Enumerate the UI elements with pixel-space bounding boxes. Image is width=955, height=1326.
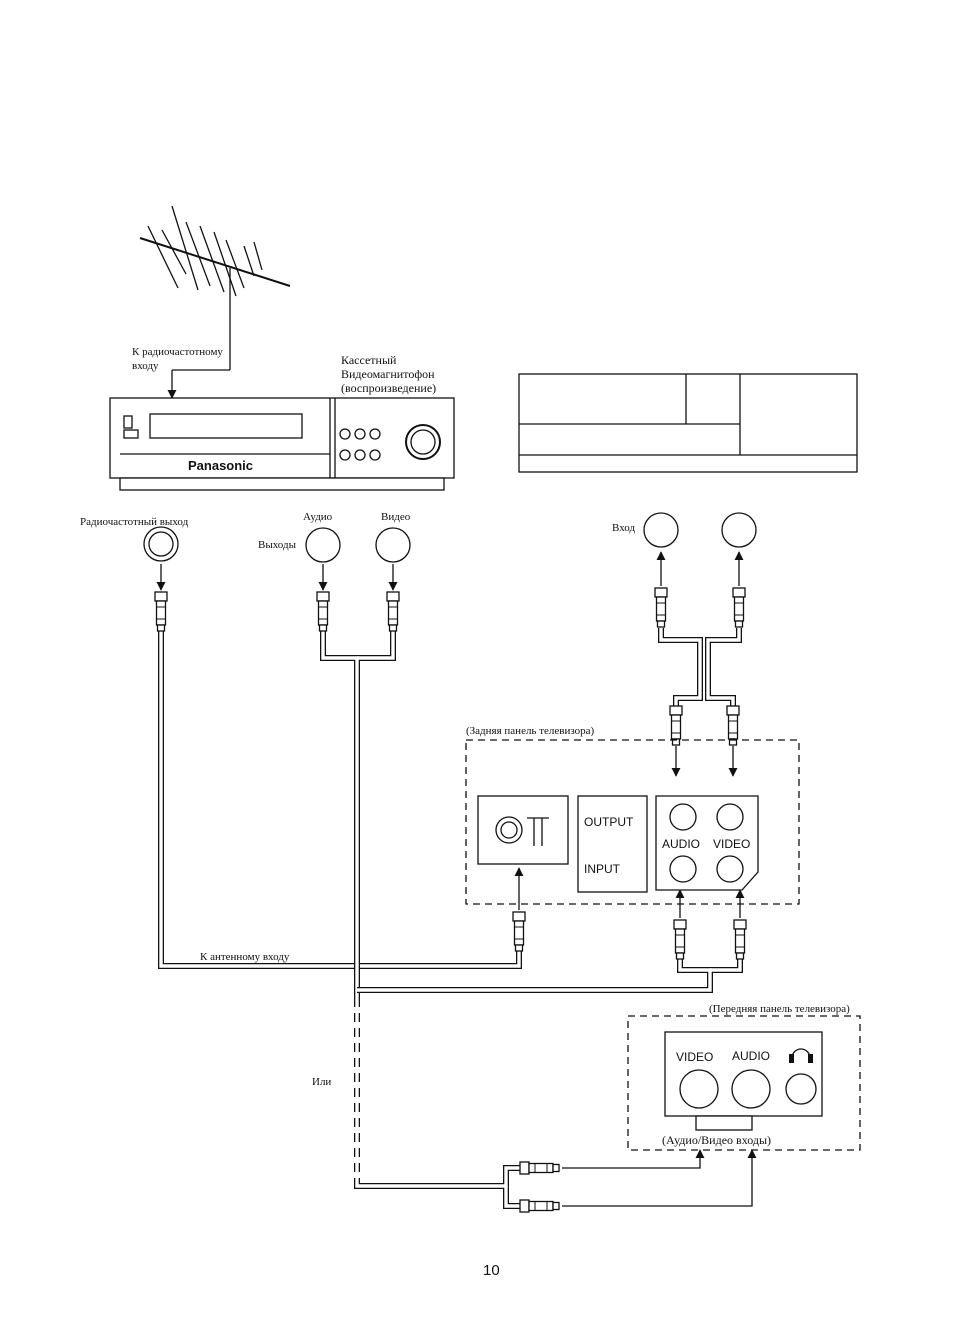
- audio-output-jack: [306, 528, 340, 562]
- tv-front-plug-top: [520, 1162, 559, 1174]
- tv-rear-plug-right: [727, 706, 739, 745]
- outputs-label: Выходы: [258, 539, 297, 551]
- page-number: 10: [483, 1262, 500, 1279]
- input-plug-right: [733, 588, 745, 627]
- vcr-button: [340, 429, 350, 439]
- vcr-unit: [110, 398, 454, 490]
- output-label: OUTPUT: [584, 815, 634, 829]
- rf-plug: [155, 592, 167, 631]
- tv-front-video-label: VIDEO: [676, 1050, 713, 1064]
- rf-input-label-2: входу: [132, 360, 159, 372]
- tv-antenna-input: [478, 796, 568, 864]
- antenna-input-label: К антенному входу: [200, 951, 290, 963]
- tv-rear-audio-label: AUDIO: [662, 837, 700, 851]
- tv-front-label: (Передняя панель телевизора): [709, 1003, 850, 1015]
- video-plug: [387, 592, 399, 631]
- tv-antenna-plug: [513, 912, 525, 951]
- vcr-power-button: [124, 416, 132, 428]
- tv-front-jack-block: [665, 1032, 822, 1130]
- tv-rear-av-plug-right: [734, 920, 746, 959]
- tv-rear-av-plug-left: [674, 920, 686, 959]
- av-inputs-label: (Аудио/Видео входы): [662, 1133, 771, 1147]
- tv-front-plug-bottom: [520, 1200, 559, 1212]
- vcr-title-2: Видеомагнитофон: [341, 367, 435, 381]
- audio-label: Аудио: [303, 511, 333, 523]
- tv-rear-video-label: VIDEO: [713, 837, 750, 851]
- input-jack-right: [722, 513, 756, 547]
- info-table: [519, 374, 857, 472]
- video-output-jack: [376, 528, 410, 562]
- rf-input-label-1: К радиочастотному: [132, 346, 223, 358]
- vcr-brand: Panasonic: [188, 458, 253, 473]
- or-label: Или: [312, 1076, 331, 1088]
- vcr-title-1: Кассетный: [341, 353, 397, 367]
- input-jack-left: [644, 513, 678, 547]
- input-text-label: INPUT: [584, 862, 621, 876]
- audio-plug: [317, 592, 329, 631]
- vcr-button: [370, 450, 380, 460]
- cables: [161, 628, 740, 1206]
- tv-rear-label: (Задняя панель телевизора): [466, 725, 595, 737]
- antenna: [140, 206, 290, 398]
- tv-front-audio-label: AUDIO: [732, 1049, 770, 1063]
- vcr-button: [340, 450, 350, 460]
- vcr-button: [355, 429, 365, 439]
- tv-rear-plug-left: [670, 706, 682, 745]
- vcr-button: [355, 450, 365, 460]
- tv-output-input-block: [578, 796, 647, 892]
- vcr-title-3: (воспроизведение): [341, 381, 436, 395]
- vcr-button: [370, 429, 380, 439]
- input-plug-left: [655, 588, 667, 627]
- rf-output-label: Радиочастотный выход: [80, 516, 189, 528]
- input-label: Вход: [612, 522, 635, 534]
- video-label: Видео: [381, 511, 411, 523]
